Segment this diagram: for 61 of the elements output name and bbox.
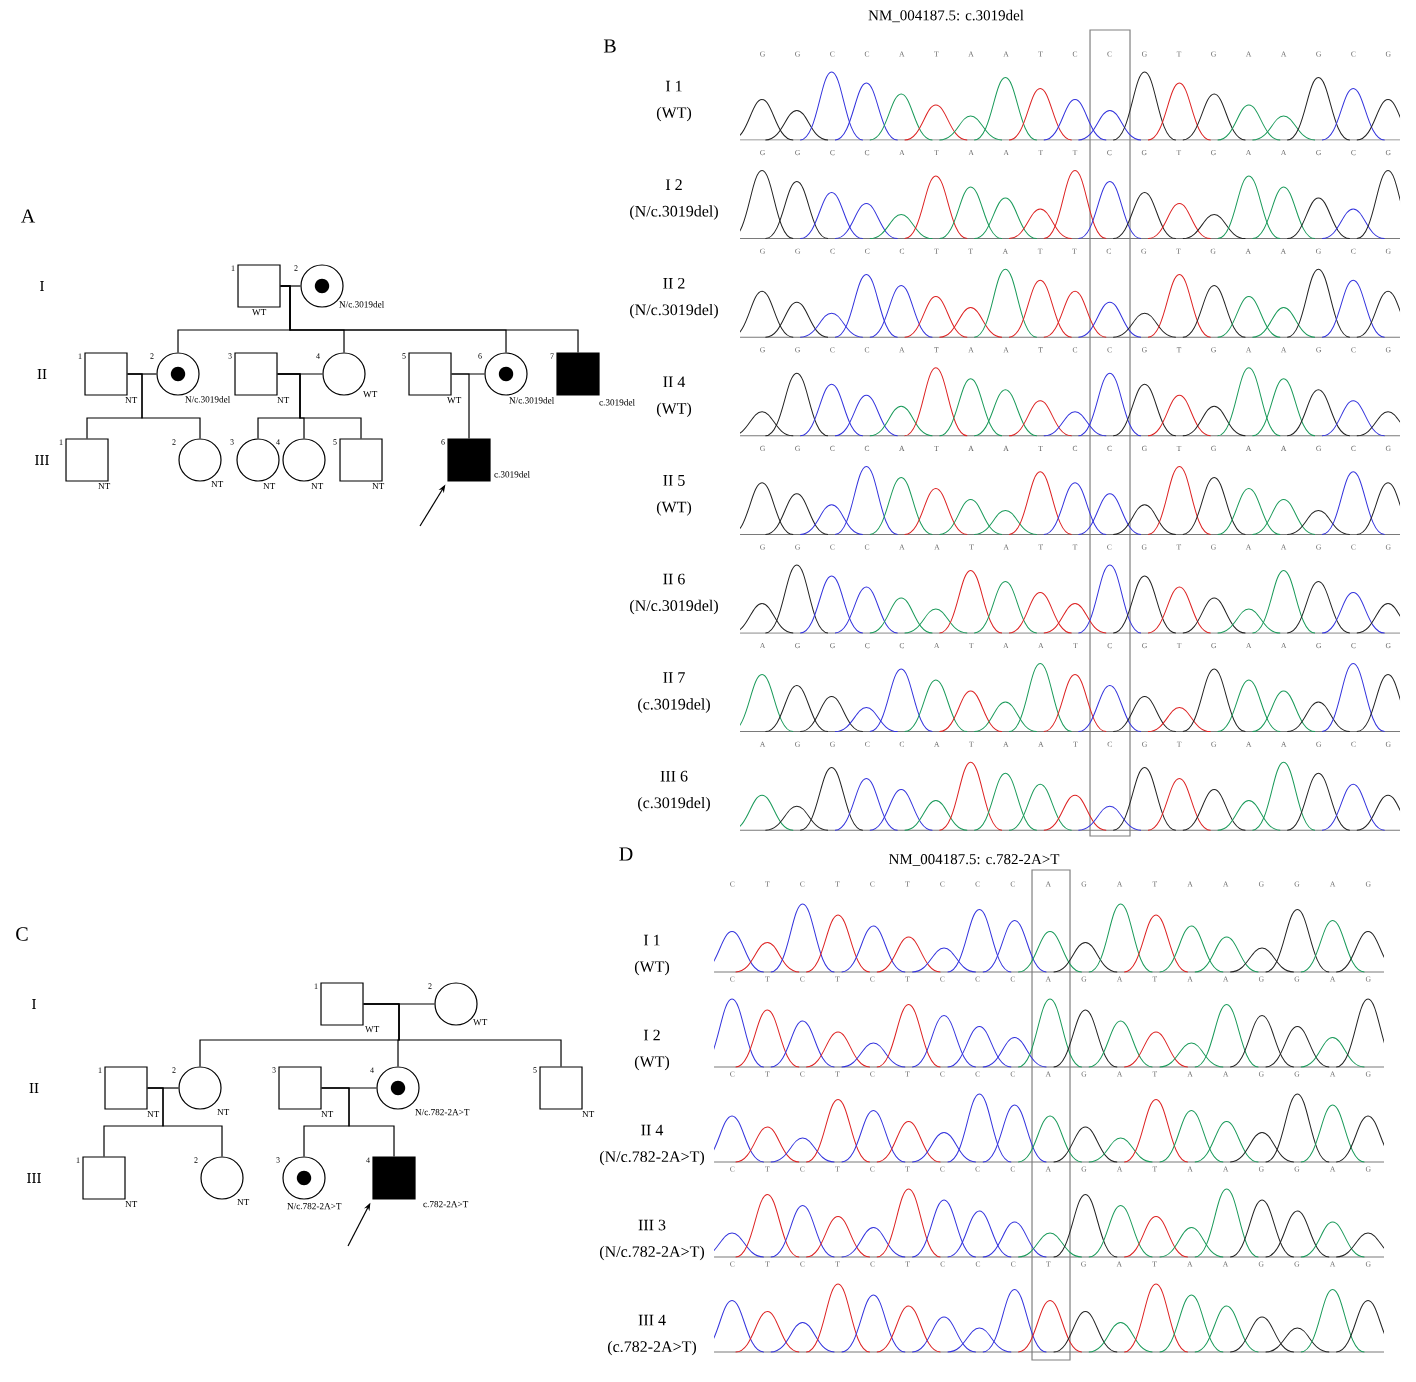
circle [200, 1156, 244, 1200]
sample-label: II 7 [663, 672, 685, 683]
circle [322, 352, 366, 396]
filled-square [447, 438, 491, 482]
square [278, 1066, 322, 1110]
sample-label: I 2 [643, 1029, 660, 1041]
square [65, 438, 109, 482]
square [320, 982, 364, 1026]
filled-square [372, 1156, 416, 1200]
sample-label: (N/c.3019del) [630, 205, 718, 220]
descent-line [147, 1087, 223, 1157]
square [84, 352, 128, 396]
sample-label: I 2 [665, 179, 682, 190]
circle [282, 438, 326, 482]
dotted-circle [484, 352, 528, 396]
square [408, 352, 452, 396]
sample-label: (WT) [634, 960, 670, 976]
circle [178, 438, 222, 482]
square [237, 264, 281, 308]
sample-label: (WT) [634, 1055, 670, 1071]
sample-label: (N/c.782-2A>T) [600, 1245, 704, 1261]
sample-label: II 5 [663, 475, 685, 486]
dotted-circle [376, 1066, 420, 1110]
sample-label: III 3 [638, 1219, 666, 1231]
panel-letter: A [20, 209, 36, 223]
sample-label: III 6 [660, 770, 688, 782]
circle [236, 438, 280, 482]
sample-label: II 2 [663, 277, 685, 289]
sample-label: I 1 [665, 80, 682, 92]
circle [178, 1066, 222, 1110]
descent-line [277, 373, 362, 439]
descent-line [321, 1087, 395, 1157]
sample-label: (N/c.3019del) [630, 303, 718, 319]
descent-line [363, 1003, 562, 1067]
sample-label: (c.782-2A>T) [608, 1340, 696, 1356]
panel-letter: B [603, 39, 616, 53]
sample-label: (c.3019del) [638, 698, 710, 713]
square [82, 1156, 126, 1200]
sample-label: II 6 [663, 573, 685, 585]
descent-line [280, 285, 579, 353]
dotted-circle [156, 352, 200, 396]
descent-line [127, 373, 201, 439]
descent-line [451, 373, 470, 439]
sample-label: (N/c.782-2A>T) [600, 1150, 704, 1166]
sample-label: (WT) [656, 402, 692, 418]
sample-label: (N/c.3019del) [630, 599, 718, 615]
square [234, 352, 278, 396]
sample-label: I 1 [643, 934, 660, 946]
sample-label: (WT) [656, 106, 692, 122]
sample-label: (WT) [656, 501, 692, 516]
sample-label: II 4 [641, 1124, 664, 1136]
sample-label: II 4 [663, 376, 686, 388]
dotted-circle [282, 1156, 326, 1200]
panel-letter: D [619, 847, 633, 861]
square [104, 1066, 148, 1110]
square [339, 438, 383, 482]
sample-label: III 4 [638, 1314, 666, 1326]
panel-letter: C [16, 927, 28, 941]
square [539, 1066, 583, 1110]
filled-square [556, 352, 600, 396]
sample-label: (c.3019del) [638, 796, 710, 812]
